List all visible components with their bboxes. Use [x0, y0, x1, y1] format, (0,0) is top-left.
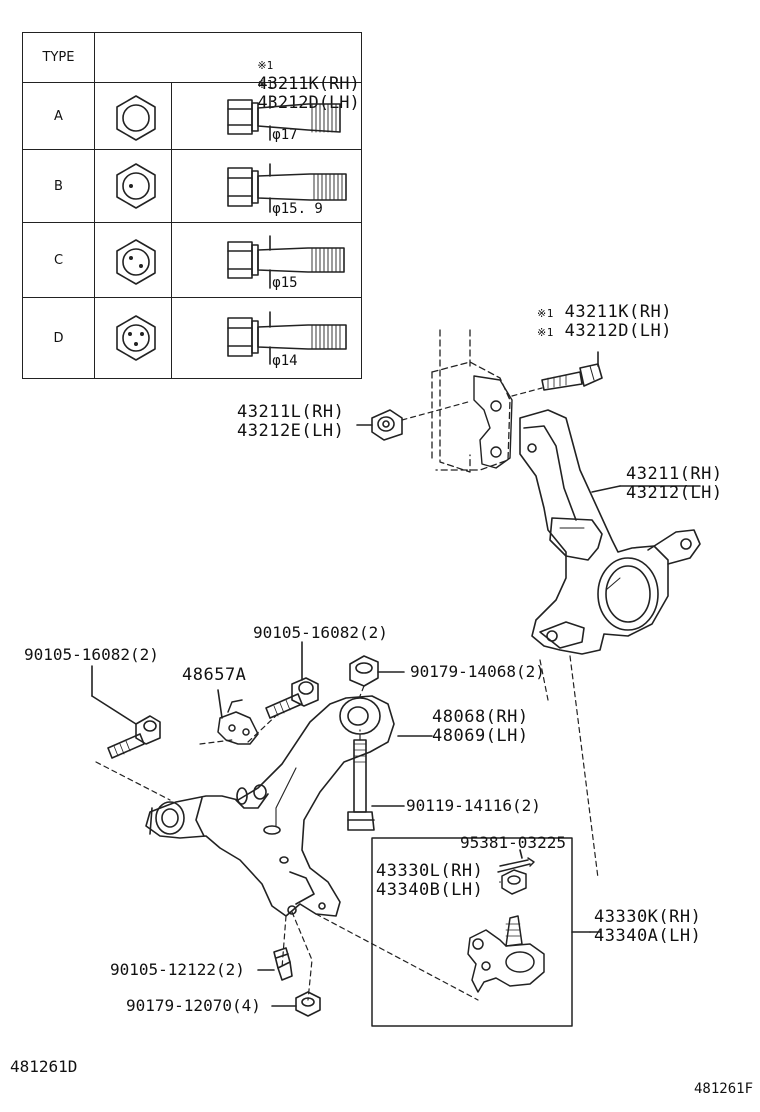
arm-dash-lines: [95, 685, 479, 1001]
type-row-a: A: [22, 82, 95, 150]
footer-left-code: 481261D: [10, 1057, 78, 1076]
diameter-b: φ15. 9: [272, 201, 323, 217]
camber-nut: [371, 409, 403, 441]
type-row-b: B: [22, 149, 95, 223]
bracket-leader: [217, 689, 223, 719]
bolt-upper-mid: [265, 677, 319, 719]
bolt-dash: [511, 387, 543, 397]
knuckle-lh-label: 43212(LH): [626, 483, 723, 503]
nut-lower: [295, 991, 321, 1017]
strut-outline: [431, 329, 511, 473]
nut-upper-label: 90179-14068(2): [410, 662, 545, 681]
bolt-upper-left: [107, 715, 161, 759]
type-row-d: D: [22, 297, 95, 379]
bolt-ul-leader: [91, 695, 137, 725]
nut-upper: [349, 655, 379, 687]
bolt-lh-label: ※1 43212D(LH): [537, 321, 672, 341]
bolt-profile-d: φ14: [171, 297, 362, 379]
camber-bolt: [541, 363, 603, 391]
strut-bracket: [473, 375, 513, 469]
knuckle-leader-tip: [591, 485, 621, 493]
bolt-lower: [273, 947, 293, 981]
footer-right-code: 481261F: [694, 1081, 754, 1097]
nut-dash: [401, 401, 469, 421]
part-header-cell: ※1 43211K(RH) ※1 43212D(LH): [94, 32, 362, 113]
diameter-c: φ15: [272, 275, 298, 291]
hex-head-c: [93, 222, 173, 298]
bolt-rh-label: ※1 43211K(RH): [537, 302, 672, 322]
ball-joint-lh-label: 43340A(LH): [594, 926, 702, 946]
bracket-48657a: [217, 699, 259, 745]
lower-control-arm: [145, 695, 395, 917]
nut-lower-label: 90179-12070(4): [126, 996, 261, 1015]
type-header-cell: TYPE: [22, 32, 95, 83]
hex-head-b: [93, 149, 173, 223]
bolt-upper-left-label: 90105-16082(2): [24, 645, 159, 664]
nut-lh-label: 43212E(LH): [237, 421, 345, 441]
type-row-c: C: [22, 222, 95, 298]
bolt-vertical: [347, 739, 375, 831]
bushing-lh-label: 48069(LH): [432, 726, 529, 746]
bolt-profile-a: φ17: [171, 82, 362, 150]
diameter-a: φ17: [272, 127, 298, 143]
cotter-pin-label: 95381-03225: [460, 833, 566, 852]
type-header-label: TYPE: [42, 50, 75, 65]
bushing-rh-label: 48068(RH): [432, 707, 529, 727]
header-mark: ※1: [257, 59, 274, 72]
nut-rh-label: 43211L(RH): [237, 402, 345, 422]
ball-nut-rh-label: 43330L(RH): [376, 861, 484, 881]
bolt-profile-b: φ15. 9: [171, 149, 362, 223]
hex-head-d: [93, 297, 173, 379]
bolt-profile-c: φ15: [171, 222, 362, 298]
bolt-vertical-label: 90119-14116(2): [406, 796, 541, 815]
bracket-label: 48657A: [182, 665, 247, 685]
ball-nut-lh-label: 43340B(LH): [376, 880, 484, 900]
type-table: TYPE ※1 43211K(RH) ※1 43212D(LH) A φ17 B: [22, 32, 362, 379]
steering-knuckle: [519, 409, 701, 655]
ball-joint-rh-label: 43330K(RH): [594, 907, 702, 927]
bolt-upper-mid-label: 90105-16082(2): [253, 623, 388, 642]
bolt-lower-label: 90105-12122(2): [110, 960, 245, 979]
knuckle-rh-label: 43211(RH): [626, 464, 723, 484]
diameter-d: φ14: [272, 353, 298, 369]
knuckle-dash-right: [569, 655, 599, 879]
